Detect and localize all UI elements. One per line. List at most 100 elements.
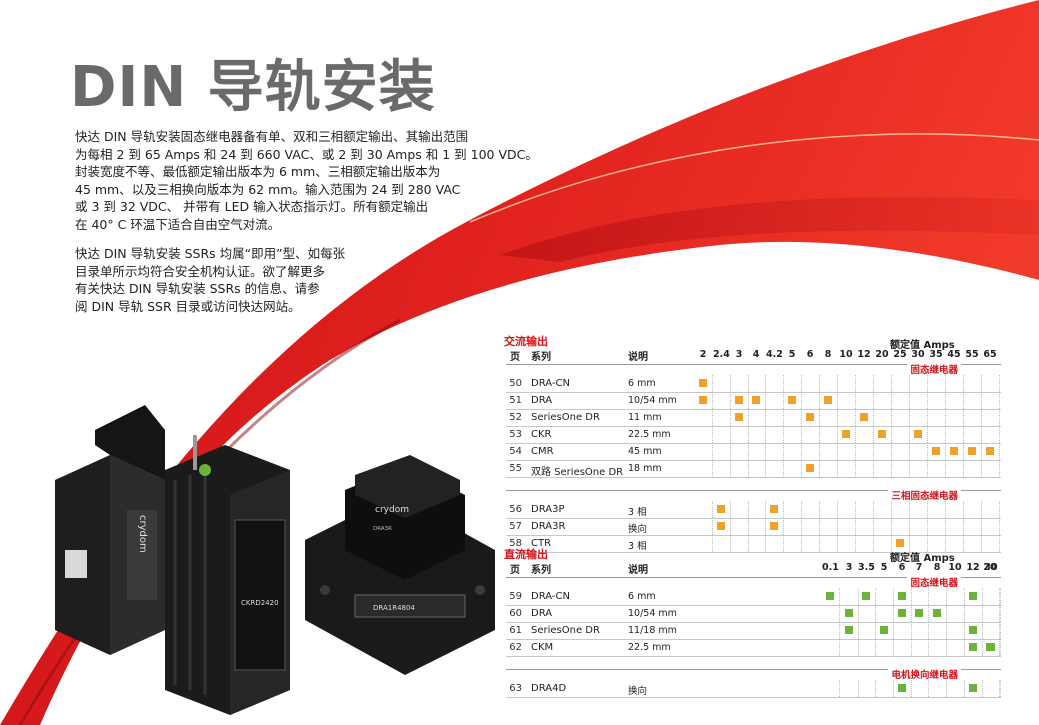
- row-series: DRA3P: [531, 504, 565, 515]
- rating-mark: [717, 522, 725, 530]
- amp-column-header: 6: [806, 349, 814, 360]
- column-line: [963, 501, 964, 518]
- column-line: [999, 501, 1000, 518]
- column-line: [964, 622, 965, 639]
- group-divider: 三相固态继电器: [506, 488, 1001, 502]
- group-divider: 固态继电器: [506, 362, 1001, 376]
- row-page: 56: [509, 504, 522, 515]
- column-line: [909, 392, 910, 409]
- intro-line: 在 40° C 环温下适合自由空气对流。: [75, 216, 281, 232]
- column-line: [801, 443, 802, 460]
- column-line: [999, 392, 1000, 409]
- column-line: [999, 409, 1000, 426]
- column-line: [858, 588, 859, 605]
- column-line: [875, 680, 876, 697]
- column-line: [909, 460, 910, 477]
- column-line: [730, 409, 731, 426]
- column-line: [837, 392, 838, 409]
- column-line: [893, 622, 894, 639]
- column-line: [981, 426, 982, 443]
- column-line: [873, 392, 874, 409]
- column-line: [783, 426, 784, 443]
- column-line: [748, 443, 749, 460]
- intro-line: 封装宽度不等、最低额定输出版本为 6 mm、三相额定输出版本为: [75, 164, 441, 179]
- row-page: 53: [509, 429, 522, 440]
- column-line: [945, 426, 946, 443]
- amp-column-header: 20: [983, 562, 997, 573]
- column-line: [909, 443, 910, 460]
- row-series: CTR: [531, 538, 552, 549]
- row-description: 6 mm: [628, 378, 656, 389]
- row-description: 18 mm: [628, 463, 662, 474]
- column-line: [783, 460, 784, 477]
- column-line: [928, 588, 929, 605]
- row-series: CMR: [531, 446, 554, 457]
- amp-column-header: 25: [893, 349, 907, 360]
- column-line: [783, 375, 784, 392]
- column-line: [783, 518, 784, 535]
- column-line: [873, 409, 874, 426]
- row-page: 51: [509, 395, 522, 406]
- rating-mark: [770, 505, 778, 513]
- column-line: [819, 535, 820, 552]
- column-line: [927, 392, 928, 409]
- rating-mark: [950, 447, 958, 455]
- column-line: [730, 426, 731, 443]
- column-line: [945, 392, 946, 409]
- column-line: [730, 518, 731, 535]
- brand-label: crydom: [375, 505, 409, 515]
- column-line: [964, 639, 965, 656]
- column-line: [875, 588, 876, 605]
- column-line: [837, 501, 838, 518]
- column-line: [765, 518, 766, 535]
- row-description: 3 相: [628, 541, 647, 552]
- column-line: [730, 460, 731, 477]
- heatsink-relay-image: CKRD2420: [165, 435, 290, 715]
- column-line: [909, 535, 910, 552]
- rating-mark: [862, 592, 870, 600]
- row-series: DRA-CN: [531, 378, 570, 389]
- column-line: [891, 501, 892, 518]
- row-description: 换向: [628, 524, 648, 535]
- row-series: CKM: [531, 642, 554, 653]
- column-line: [1000, 605, 1001, 622]
- group-label: 固态继电器: [907, 362, 961, 376]
- column-line: [982, 622, 983, 639]
- column-line: [855, 443, 856, 460]
- model-label: CKRD2420: [241, 599, 279, 607]
- rating-mark: [735, 413, 743, 421]
- model-label: DRA1R4804: [373, 604, 415, 612]
- rating-mark: [699, 396, 707, 404]
- column-line: [712, 501, 713, 518]
- intro-line: 有关快达 DIN 导轨安装 SSRs 的信息、请参: [75, 281, 320, 296]
- rating-mark: [699, 379, 707, 387]
- column-line: [801, 501, 802, 518]
- column-line: [999, 460, 1000, 477]
- column-line: [981, 409, 982, 426]
- amp-column-header: 5: [880, 562, 888, 573]
- column-line: [981, 535, 982, 552]
- column-line: [712, 409, 713, 426]
- column-line: [893, 605, 894, 622]
- column-line: [928, 605, 929, 622]
- column-line: [839, 588, 840, 605]
- column-line: [946, 588, 947, 605]
- amp-column-header: 8: [824, 349, 832, 360]
- column-line: [855, 426, 856, 443]
- column-line: [712, 392, 713, 409]
- row-page: 63: [509, 683, 522, 694]
- column-line: [909, 518, 910, 535]
- row-page: 62: [509, 642, 522, 653]
- amp-column-header: 2: [699, 349, 707, 360]
- col-page-header: 页: [510, 565, 520, 576]
- col-desc-header: 说明: [628, 352, 648, 363]
- column-line: [839, 680, 840, 697]
